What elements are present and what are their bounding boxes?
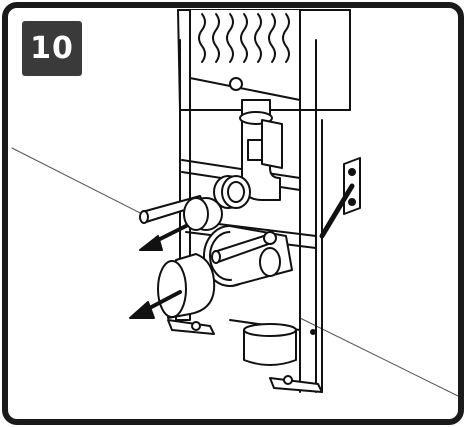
cistern-wave-pattern-icon	[198, 13, 290, 63]
inlet-pipe-lower	[211, 231, 277, 264]
removal-arrow-icon	[129, 290, 182, 319]
protective-cap-upper	[183, 197, 223, 231]
removal-arrow-icon	[139, 224, 188, 251]
bottom-pipe	[243, 323, 297, 366]
frame-foot-right	[269, 375, 323, 393]
wall-anchor-bolt-icon	[319, 157, 361, 239]
drain-elbow	[239, 99, 283, 201]
protective-cap-lower	[157, 253, 216, 319]
cistern-tank	[177, 9, 351, 111]
step-number-badge: 10	[22, 21, 82, 76]
wall-floor-lines	[11, 147, 459, 397]
upper-inlet-connection	[213, 175, 251, 209]
